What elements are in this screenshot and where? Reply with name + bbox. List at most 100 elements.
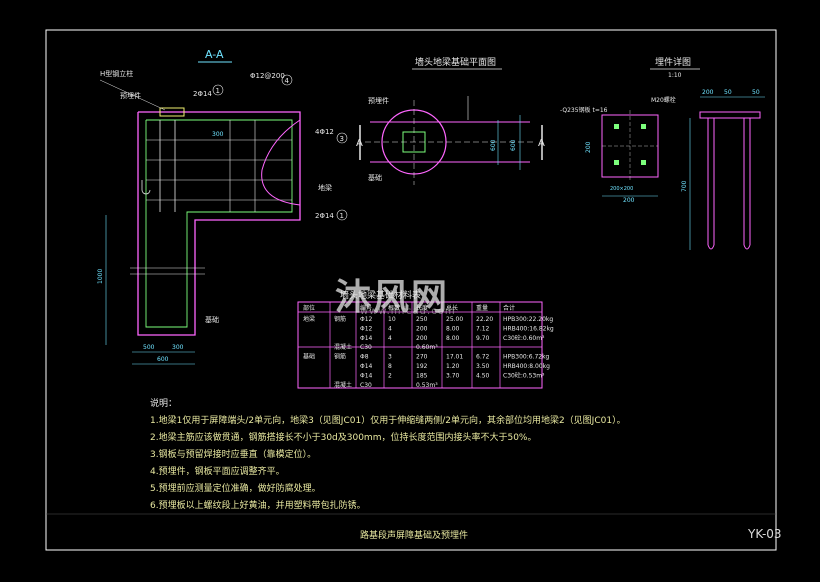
table-cell: 钢筋 bbox=[334, 353, 346, 361]
table-cell: 250 bbox=[416, 316, 428, 323]
note-item: 4.预埋件，钢板平面应调整齐平。 bbox=[150, 467, 285, 477]
table-cell: 192 bbox=[416, 363, 428, 370]
section-label-embed: 预埋件 bbox=[120, 91, 141, 100]
table-header-cell: 部位 bbox=[303, 304, 315, 312]
table-cell: 4 bbox=[388, 325, 392, 332]
table-cell: 1.20 bbox=[446, 363, 460, 370]
section-label-beam: 地梁 bbox=[318, 183, 332, 192]
svg-text:200: 200 bbox=[623, 197, 635, 204]
svg-text:500: 500 bbox=[143, 344, 155, 351]
svg-text:200: 200 bbox=[585, 141, 592, 153]
table-header-cell: 重量 bbox=[476, 304, 488, 312]
svg-text:3: 3 bbox=[340, 135, 344, 143]
section-label-base: 基础 bbox=[205, 315, 219, 324]
section-label-stirrup: Φ12@200 bbox=[250, 72, 285, 80]
table-cell: 17.01 bbox=[446, 354, 463, 361]
table-cell: 8 bbox=[388, 363, 392, 370]
table-cell: 8.00 bbox=[446, 325, 460, 332]
table-cell: 地梁 bbox=[303, 315, 315, 323]
table-cell: 钢筋 bbox=[334, 315, 346, 323]
detail-label-bolt: M20螺栓 bbox=[651, 96, 676, 104]
table-cell: 0.53m³ bbox=[416, 382, 438, 389]
note-item: 2.地梁主筋应该做贯通，钢筋搭接长不小于30d及300mm，位持长度范围内接头率… bbox=[150, 433, 537, 443]
table-cell: Φ12 bbox=[360, 316, 373, 323]
table-cell: 4 bbox=[388, 335, 392, 342]
table-cell: Φ12 bbox=[360, 325, 373, 332]
note-item: 6.预埋板以上螺纹段上好黄油，并用塑料带包扎防锈。 bbox=[150, 501, 366, 511]
notes-block: 说明： 1.地梁1仅用于屏障端头/2单元向，地梁3（见图JC01）仅用于伸缩缝两… bbox=[150, 396, 710, 515]
table-cell: 基础 bbox=[303, 353, 315, 361]
plan-view: 墙头地梁基础平面图 A A 预埋件 基础 600 600 bbox=[356, 56, 545, 185]
svg-text:1: 1 bbox=[340, 212, 344, 220]
table-cell: 270 bbox=[416, 354, 428, 361]
table-cell: 3.70 bbox=[446, 372, 460, 379]
table-cell: Φ14 bbox=[360, 335, 373, 342]
table-cell: 7.12 bbox=[476, 325, 490, 332]
svg-text:600: 600 bbox=[490, 139, 497, 151]
section-label-bar3: 4Φ12 bbox=[315, 128, 334, 136]
svg-text:300: 300 bbox=[172, 344, 184, 351]
section-view: A-A H型钢立柱 预埋件 2Φ14 1 Φ12@200 4 4 bbox=[97, 48, 348, 365]
svg-text:200: 200 bbox=[702, 89, 714, 96]
table-cell: 8.00 bbox=[446, 335, 460, 342]
table-cell: 混凝土 bbox=[334, 343, 352, 351]
table-cell: 混凝土 bbox=[334, 381, 352, 389]
table-cell: Φ8 bbox=[360, 354, 369, 361]
note-item: 5.预埋前应测量定位准确，做好防腐处理。 bbox=[150, 484, 321, 494]
table-cell: 200 bbox=[416, 325, 428, 332]
table-cell: C30砼:0.53m³ bbox=[503, 371, 545, 379]
table-header-cell: 根数 bbox=[388, 304, 400, 312]
table-cell: Φ14 bbox=[360, 363, 373, 370]
table-header-cell: 长度 bbox=[416, 304, 428, 312]
plan-label-embed: 预埋件 bbox=[368, 96, 389, 105]
svg-text:600: 600 bbox=[157, 356, 169, 363]
detail-view: 埋件详图 1:10 -Q235钢板 t=16 200 200×200 200 M… bbox=[560, 56, 765, 250]
plan-label-base: 基础 bbox=[368, 173, 382, 182]
table-cell: 10 bbox=[388, 316, 396, 323]
detail-label-plate: -Q235钢板 t=16 bbox=[560, 106, 608, 114]
table-cell: HRB400:8.00kg bbox=[503, 363, 550, 370]
svg-text:1000: 1000 bbox=[97, 269, 104, 284]
svg-text:4: 4 bbox=[285, 77, 290, 85]
drawing-title: 路基段声屏障基础及预埋件 bbox=[360, 531, 469, 541]
svg-text:700: 700 bbox=[681, 180, 688, 192]
watermark-url: www.mfcad.com bbox=[360, 306, 456, 317]
table-cell: 200 bbox=[416, 335, 428, 342]
table-cell: C30砼:0.60m³ bbox=[503, 334, 545, 342]
table-cell: HPB300:22.20kg bbox=[503, 316, 553, 323]
table-title: 墙头地梁基础材料表 bbox=[340, 289, 421, 301]
table-header-cell: 编号 bbox=[360, 304, 372, 312]
svg-text:1: 1 bbox=[216, 87, 220, 95]
note-item: 3.钢板与预留焊接时应垂直（靠模定位）。 bbox=[150, 450, 317, 460]
table-cell: 3 bbox=[388, 354, 392, 361]
table-cell: 6.72 bbox=[476, 354, 490, 361]
table-header-cell: 总长 bbox=[446, 304, 458, 312]
svg-text:50: 50 bbox=[724, 89, 732, 96]
table-cell: 4.50 bbox=[476, 372, 490, 379]
table-cell: HRB400:16.82kg bbox=[503, 325, 554, 332]
table-cell: 25.00 bbox=[446, 316, 463, 323]
table-cell: C30 bbox=[360, 382, 372, 389]
notes-heading: 说明： bbox=[150, 399, 178, 409]
table-cell: 2 bbox=[388, 372, 392, 379]
drawing-code: YK-03 bbox=[748, 527, 782, 541]
section-label-post: H型钢立柱 bbox=[100, 69, 133, 78]
section-label-bar2: 2Φ14 bbox=[315, 212, 334, 220]
svg-text:600: 600 bbox=[510, 139, 517, 151]
table-cell: Φ14 bbox=[360, 372, 373, 379]
detail-title: 埋件详图 bbox=[655, 56, 691, 68]
svg-text:300: 300 bbox=[212, 131, 224, 138]
note-item: 1.地梁1仅用于屏障端头/2单元向，地梁3（见图JC01）仅用于伸缩缝两侧/2单… bbox=[150, 416, 626, 426]
watermark: 沐风网 bbox=[335, 277, 450, 318]
table-cell: 9.70 bbox=[476, 335, 490, 342]
detail-scale: 1:10 bbox=[668, 72, 682, 79]
section-title: A-A bbox=[205, 48, 224, 61]
table-cell: 22.20 bbox=[476, 316, 493, 323]
drawing-border bbox=[45, 29, 777, 551]
table-cell: 3.50 bbox=[476, 363, 490, 370]
section-label-bar1: 2Φ14 bbox=[193, 90, 212, 98]
table-cell: C30 bbox=[360, 344, 372, 351]
table-header-cell: 合计 bbox=[503, 304, 515, 312]
